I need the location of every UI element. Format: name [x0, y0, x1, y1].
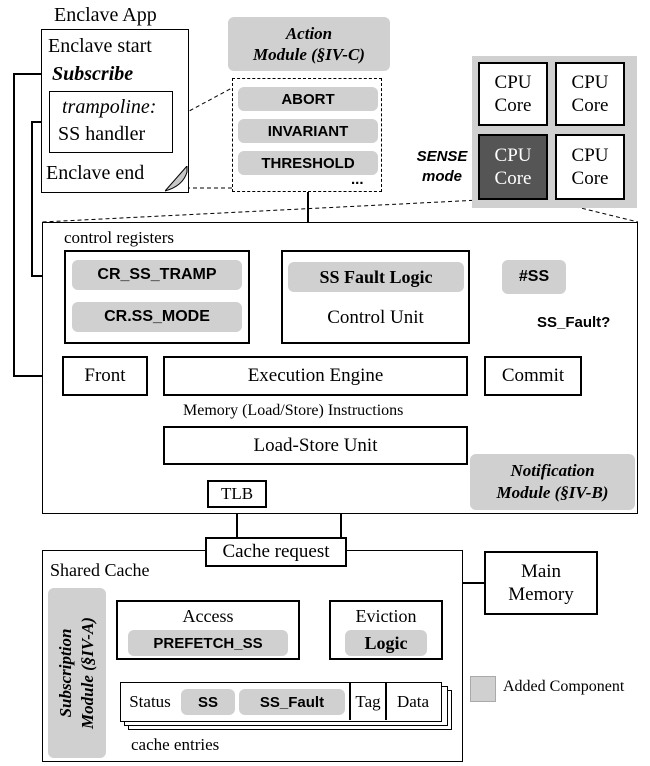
notification-line1: Notification	[510, 461, 595, 480]
sense-mode-label: SENSE mode	[412, 146, 472, 188]
subscription-line1: Subscription	[56, 628, 75, 718]
ss-fault-question: SS_Fault?	[537, 314, 611, 331]
access-box: Access PREFETCH_SS	[116, 600, 300, 660]
cpu-core-line1: CPU	[571, 72, 609, 93]
entry-divider	[385, 683, 387, 720]
load-store-unit-box: Load-Store Unit	[163, 426, 468, 465]
front-box: Front	[62, 356, 148, 396]
cpu-core: CPU Core	[555, 134, 625, 200]
subscribe-label: Subscribe	[52, 63, 134, 85]
enclave-end-label: Enclave end	[46, 162, 145, 184]
cpu-core-line1: CPU	[494, 72, 532, 93]
commit-box: Commit	[484, 356, 582, 396]
memory-instructions-label: Memory (Load/Store) Instructions	[183, 402, 404, 419]
ss-exception: #SS	[502, 260, 566, 294]
subscription-line2: Module (§IV-A)	[78, 617, 97, 729]
action-more: ...	[351, 171, 364, 188]
main-memory-line2: Memory	[508, 584, 574, 605]
ss-fault-field: SS_Fault	[239, 689, 345, 715]
subscription-module-text: Subscription Module (§IV-A)	[49, 588, 105, 758]
execution-engine-box: Execution Engine	[163, 356, 468, 396]
enclave-app-box: Enclave start Subscribe trampoline: SS h…	[41, 29, 189, 193]
page-curl-icon	[165, 166, 188, 192]
notification-line2: Module (§IV-B)	[496, 483, 609, 502]
cpu-core-line2: Core	[494, 95, 532, 116]
eviction-box: Eviction Logic	[329, 600, 443, 660]
action-abort: ABORT	[238, 87, 378, 111]
cache-entries-label: cache entries	[131, 735, 220, 754]
legend-label: Added Component	[503, 678, 625, 695]
cache-entry-row: Status SS SS_Fault Tag Data	[120, 682, 442, 722]
cr-ss-mode: CR.SS_MODE	[72, 302, 242, 332]
action-module-title-line2: Module (§IV-C)	[253, 45, 365, 64]
access-label: Access	[182, 605, 234, 626]
legend-swatch	[470, 676, 496, 702]
notification-module-label: Notification Module (§IV-B)	[470, 454, 635, 510]
main-memory-line1: Main	[520, 561, 562, 582]
enclave-app-title: Enclave App	[54, 4, 157, 26]
enclave-start-label: Enclave start	[48, 35, 152, 57]
action-threshold: THRESHOLD	[238, 151, 378, 175]
action-invariant: INVARIANT	[238, 119, 378, 143]
ss-field: SS	[181, 689, 235, 715]
ss-fault-logic: SS Fault Logic	[288, 262, 464, 292]
action-module-box: ABORT INVARIANT THRESHOLD ...	[232, 78, 382, 192]
cpu-core-line2: Core	[571, 168, 609, 189]
shared-cache-label: Shared Cache	[50, 560, 150, 580]
tlb-box: TLB	[207, 480, 267, 508]
cpu-core-sense: CPU Core	[478, 134, 548, 200]
action-module-title-line1: Action	[285, 24, 333, 43]
eviction-label: Eviction	[355, 605, 417, 626]
ss-handler-label: SS handler	[58, 123, 146, 145]
cpu-core-line1: CPU	[571, 145, 609, 166]
sense-line2: mode	[421, 168, 462, 185]
entry-divider	[349, 683, 351, 720]
trampoline-label: trampoline:	[62, 96, 157, 118]
action-module-title: Action Module (§IV-C)	[228, 17, 390, 71]
cache-request-box: Cache request	[205, 537, 347, 567]
main-memory-box: Main Memory	[484, 551, 598, 615]
cpu-core-line1: CPU	[494, 145, 532, 166]
cr-ss-tramp: CR_SS_TRAMP	[72, 260, 242, 290]
cpu-core-line2: Core	[494, 168, 532, 189]
prefetch-ss: PREFETCH_SS	[128, 630, 288, 656]
status-field: Status	[129, 691, 171, 711]
cpu-cores-panel: CPU Core CPU Core CPU Core CPU Core	[472, 56, 637, 208]
eviction-logic: Logic	[345, 630, 427, 656]
tag-field: Tag	[355, 691, 381, 711]
cpu-core-line2: Core	[571, 95, 609, 116]
data-field: Data	[396, 691, 430, 711]
sense-line1: SENSE	[416, 148, 468, 165]
cpu-core: CPU Core	[478, 62, 548, 126]
cpu-core: CPU Core	[555, 62, 625, 126]
subscription-module-label: Subscription Module (§IV-A)	[48, 588, 106, 758]
control-registers-box: CR_SS_TRAMP CR.SS_MODE	[64, 250, 250, 344]
control-registers-label: control registers	[64, 228, 174, 247]
control-unit-box: SS Fault Logic Control Unit	[281, 250, 470, 344]
trampoline-box: trampoline: SS handler	[49, 91, 173, 153]
control-unit-label: Control Unit	[327, 307, 424, 328]
